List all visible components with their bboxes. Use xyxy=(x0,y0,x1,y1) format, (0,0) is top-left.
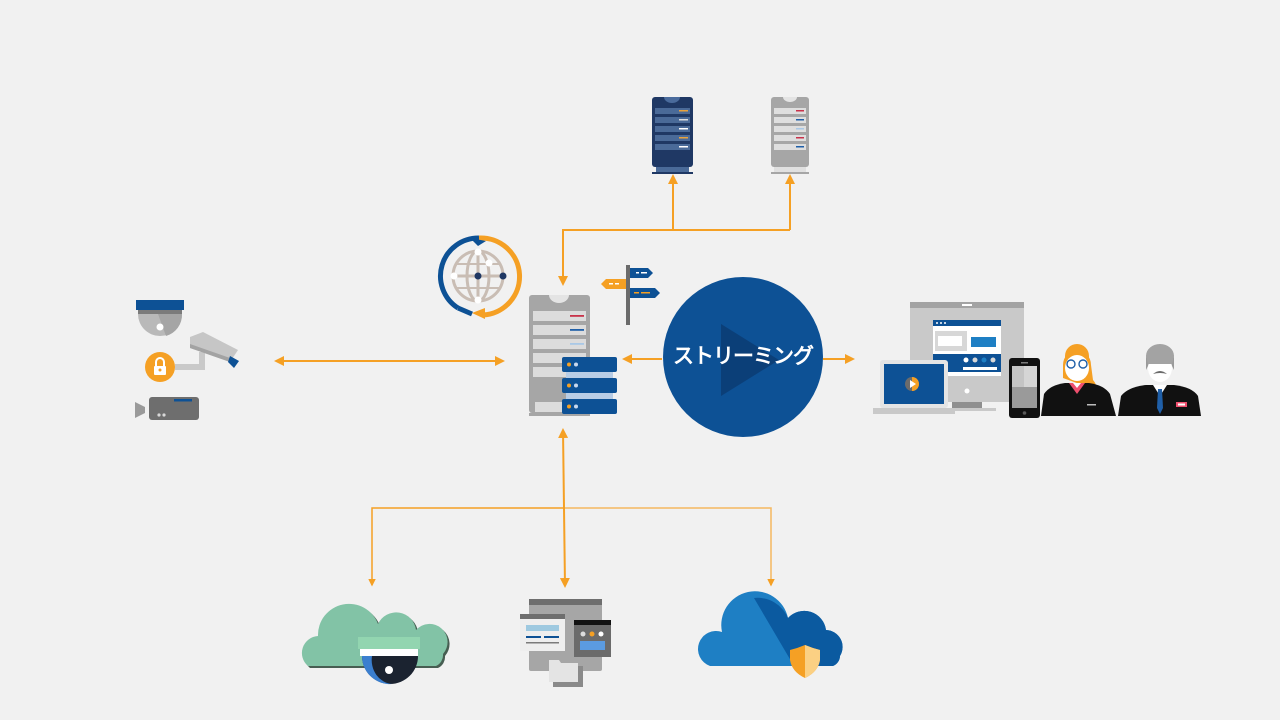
arrow-to-secure-cloud xyxy=(565,507,775,587)
server-tower-icon xyxy=(652,97,693,174)
play-icon xyxy=(721,324,779,396)
security-camera-icon xyxy=(135,300,239,420)
arrow-to-cloud-surveillance xyxy=(368,507,563,587)
devices-and-users-icon xyxy=(873,302,1201,418)
arrow-server-down xyxy=(558,428,570,588)
server-tower-icon xyxy=(771,97,809,174)
app-windows-icon xyxy=(520,599,611,687)
server-stack-icon xyxy=(529,295,617,416)
cloud-camera-icon xyxy=(301,603,450,685)
globe-sync-icon xyxy=(438,235,522,319)
arrow-top-bus xyxy=(558,229,790,286)
streaming-label: ストリーミング xyxy=(673,344,814,368)
streaming-hub xyxy=(663,277,823,437)
cloud-shield-icon xyxy=(697,591,843,678)
connectors xyxy=(274,174,855,588)
signpost-icon xyxy=(601,265,660,325)
